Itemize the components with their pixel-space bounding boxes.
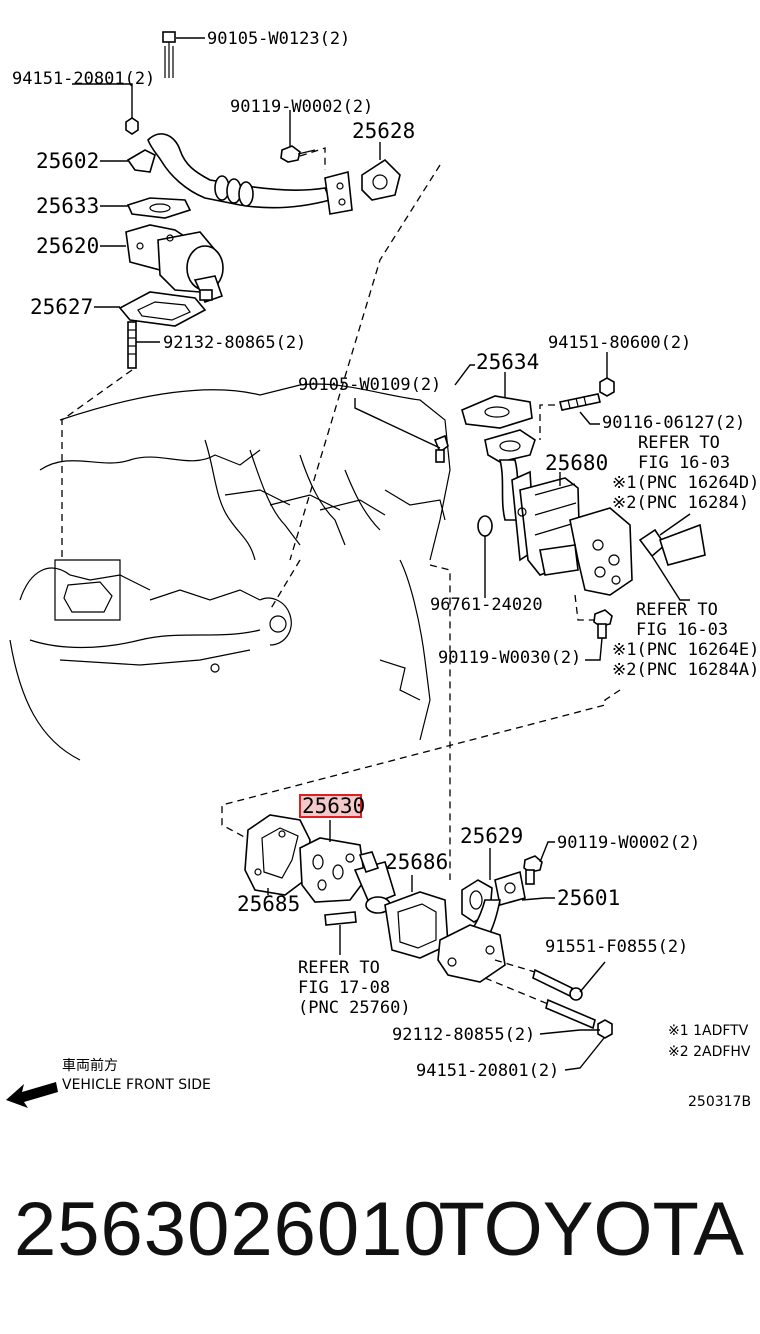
label-25630: 25630	[302, 794, 365, 818]
label-refer-to-2: REFER TO	[636, 600, 718, 620]
gasket-25633	[126, 197, 192, 219]
egr-valve-25620	[125, 224, 224, 303]
label-fig-16-03-1: FIG 16-03	[638, 453, 730, 473]
label-94151-80600: 94151-80600(2)	[548, 333, 691, 353]
label-pnc-16284a: ※2(PNC 16284A)	[612, 660, 759, 680]
egr-pipe-25601	[437, 870, 526, 983]
footer: 2563026010 TOYOTA	[0, 1180, 760, 1290]
label-pnc-25760: (PNC 25760)	[298, 998, 411, 1018]
highlight-box-25630	[299, 794, 362, 818]
bolt-90119-top	[280, 110, 316, 163]
label-fig-16-03-2: FIG 16-03	[636, 620, 728, 640]
label-25685: 25685	[237, 892, 300, 916]
gasket-25628	[361, 158, 401, 201]
rod-17-08	[324, 911, 357, 926]
label-25634: 25634	[476, 350, 539, 374]
label-note-1: ※1 1ADFTV	[668, 1023, 749, 1039]
label-92132-80865: 92132-80865(2)	[163, 333, 306, 353]
label-25627: 25627	[30, 295, 93, 319]
gasket-25627	[118, 291, 207, 327]
label-25629: 25629	[460, 824, 523, 848]
stud-90116	[559, 393, 601, 411]
label-25601: 25601	[557, 886, 620, 910]
label-90119-w0030: 90119-W0030(2)	[438, 648, 581, 668]
oring-96761	[477, 515, 493, 537]
label-fig-code: 250317B	[688, 1094, 751, 1110]
bolt-90119-bot	[523, 855, 543, 885]
label-25633: 25633	[36, 194, 99, 218]
label-91551-f0855: 91551-F0855(2)	[545, 937, 688, 957]
bolt-91551	[532, 968, 583, 1001]
label-90116-06127: 90116-06127(2)	[602, 413, 745, 433]
label-90105-w0123: 90105-W0123(2)	[207, 29, 350, 49]
label-note-2: ※2 2ADFHV	[668, 1044, 751, 1060]
label-25686: 25686	[385, 850, 448, 874]
bolt-top	[162, 31, 176, 78]
label-25628: 25628	[352, 119, 415, 143]
egr-cooler-25680	[484, 429, 633, 596]
gasket-25634	[461, 395, 533, 429]
label-90105-w0109: 90105-W0109(2)	[298, 375, 441, 395]
label-25680: 25680	[545, 451, 608, 475]
nut-top-left	[125, 117, 139, 135]
label-94151-20801-bot: 94151-20801(2)	[416, 1061, 559, 1081]
nut-94151-80600	[599, 377, 615, 397]
label-90119-w0002-top: 90119-W0002(2)	[230, 97, 373, 117]
bolt-90119-w0030	[593, 609, 613, 639]
label-94151-20801-top: 94151-20801(2)	[12, 69, 155, 89]
label-refer-to-3: REFER TO	[298, 958, 380, 978]
label-25602: 25602	[36, 149, 99, 173]
nut-bottom	[597, 1019, 613, 1039]
engine-outline	[9, 383, 451, 761]
label-92112-80855: 92112-80855(2)	[392, 1025, 535, 1045]
front-arrow-icon	[6, 1082, 58, 1108]
label-pnc-16264d: ※1(PNC 16264D)	[612, 473, 759, 493]
part-number: 2563026010	[14, 1187, 447, 1272]
hose-right	[638, 523, 706, 566]
bolt-90105-w0109	[433, 434, 449, 463]
label-96761-24020: 96761-24020	[430, 595, 543, 615]
right-egr-cooler-assembly	[354, 352, 706, 661]
stud-92112	[545, 998, 596, 1030]
label-front-jp: 車両前方	[62, 1057, 118, 1074]
label-90119-w0002-bot: 90119-W0002(2)	[557, 833, 700, 853]
label-25620: 25620	[36, 234, 99, 258]
label-front-en: VEHICLE FRONT SIDE	[62, 1077, 211, 1093]
egr-valve-25630	[299, 837, 396, 914]
label-pnc-16284: ※2(PNC 16284)	[612, 493, 749, 513]
parts-diagram: 90105-W0123(2) 94151-20801(2) 90119-W000…	[6, 29, 759, 1110]
bottom-egr-assembly	[244, 814, 613, 1071]
label-pnc-16264e: ※1(PNC 16264E)	[612, 640, 759, 660]
stud-92132	[127, 321, 137, 369]
callout-labels: 90105-W0123(2) 94151-20801(2) 90119-W000…	[12, 29, 759, 1110]
label-fig-17-08: FIG 17-08	[298, 978, 390, 998]
label-refer-to-1: REFER TO	[638, 433, 720, 453]
brand-name: TOYOTA	[438, 1187, 744, 1272]
top-egr-assembly	[72, 31, 401, 369]
egr-pipe-25602	[126, 133, 353, 215]
